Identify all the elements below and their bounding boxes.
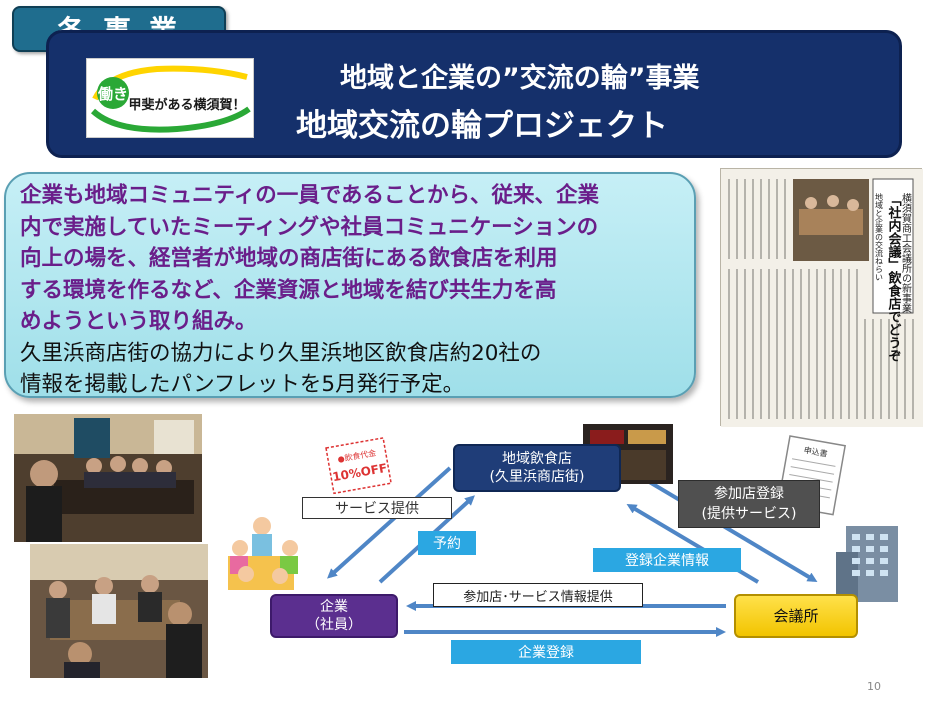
description-note: 久里浜商店街の協力により久里浜地区飲食店約20社の — [20, 340, 542, 366]
description-line: 内で実施していたミーティングや社員コミュニケーションの — [20, 214, 599, 240]
restaurant-sublabel: (久里浜商店街) — [489, 469, 585, 485]
registered-info-label: 登録企業情報 — [593, 548, 741, 572]
registration-label: 参加店登録 (提供サービス) — [678, 480, 820, 528]
arrow-restaurant-to-company — [327, 466, 452, 579]
company-registration-label: 企業登録 — [451, 640, 641, 664]
description-box: 企業も地域コミュニティの一員であることから、従来、企業 内で実施していたミーティ… — [4, 172, 696, 398]
city-logo-graphic: 働き 甲斐がある横須賀！ — [90, 65, 251, 133]
restaurant-node: 地域飲食店 (久里浜商店街) — [453, 444, 621, 492]
logo-badge-text: 働き — [97, 85, 128, 103]
participant-info-label: 参加店･サービス情報提供 — [433, 583, 643, 607]
restaurant-label: 地域飲食店 — [502, 451, 572, 467]
newspaper-subhead: 地域と企業の交流ねらい — [875, 192, 884, 281]
newspaper-source: 横須賀商工会議所の新事業 — [900, 192, 912, 314]
restaurant-photo — [30, 544, 208, 678]
description-line: する環境を作るなど、企業資源と地域を結び共生力を高 — [20, 277, 557, 303]
page-title-2: 地域交流の輪プロジェクト — [296, 108, 668, 144]
description-line: 企業も地域コミュニティの一員であることから、従来、企業 — [20, 183, 599, 208]
description-line: めようという取り組み。 — [20, 309, 257, 334]
newspaper-headline: 「社内会議」飲食店でどうぞ — [886, 193, 903, 362]
coupon-icon: ●飲食代金 10%OFF — [325, 437, 392, 495]
service-label: サービス提供 — [302, 497, 452, 519]
newspaper-clipping: 横須賀商工会議所の新事業 「社内会議」飲食店でどうぞ 地域と企業の交流ねらい — [720, 168, 923, 427]
form-title-text: 申込書 — [803, 445, 828, 459]
chamber-label: 会議所 — [773, 607, 819, 625]
office-workers-icon — [228, 517, 298, 590]
registration-label-line1: 参加店登録 — [714, 486, 784, 502]
description-line: 向上の場を、経営者が地域の商店街にある飲食店を利用 — [20, 246, 558, 271]
city-logo: 働き 甲斐がある横須賀！ — [86, 58, 254, 138]
company-label: 企業 — [320, 599, 348, 615]
building-icon — [836, 526, 898, 602]
company-node: 企業 （社員） — [270, 594, 398, 638]
reservation-label: 予約 — [418, 531, 476, 555]
logo-slogan: 甲斐がある横須賀！ — [128, 97, 245, 113]
page-number: 10 — [867, 680, 881, 693]
description-note: 情報を掲載したパンフレットを5月発行予定。 — [20, 372, 465, 397]
registration-label-line2: (提供サービス) — [701, 506, 797, 522]
newspaper-graphic: 横須賀商工会議所の新事業 「社内会議」飲食店でどうぞ 地域と企業の交流ねらい — [721, 169, 923, 427]
meeting-photo — [14, 414, 202, 542]
company-sublabel: （社員） — [306, 617, 362, 633]
page-title-1: 地域と企業の”交流の輪”事業 — [340, 63, 700, 94]
chamber-node: 会議所 — [734, 594, 858, 638]
